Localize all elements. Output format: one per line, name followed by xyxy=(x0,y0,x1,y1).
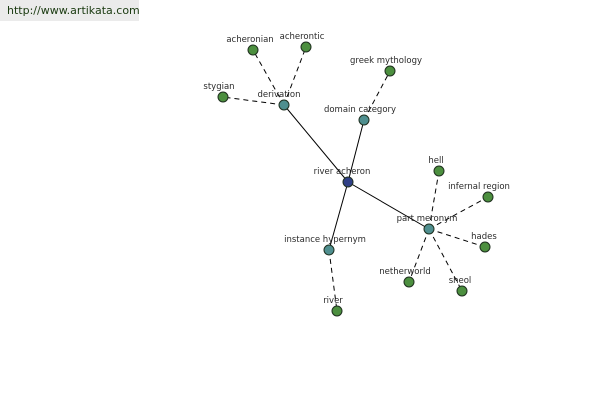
node-derivation[interactable] xyxy=(278,99,290,111)
label-domain-category: domain category xyxy=(324,105,396,115)
node-greek-mythology[interactable] xyxy=(384,65,396,77)
node-netherworld[interactable] xyxy=(403,276,415,288)
label-river: river xyxy=(323,296,343,306)
label-acheronian: acheronian xyxy=(226,35,273,45)
edge-derivation-acheronian xyxy=(252,49,285,106)
edge-derivation-stygian xyxy=(222,96,285,106)
node-part-meronym[interactable] xyxy=(423,223,435,235)
node-hades[interactable] xyxy=(479,241,491,253)
edge-part-meronym-infernal-region xyxy=(428,196,489,230)
label-river-acheron: river acheron xyxy=(314,167,371,177)
node-river[interactable] xyxy=(331,305,343,317)
node-infernal-region[interactable] xyxy=(482,191,494,203)
edge-part-meronym-hades xyxy=(428,228,486,248)
label-stygian: stygian xyxy=(203,82,234,92)
label-instance-hypernym: instance hypernym xyxy=(284,235,366,245)
label-acherontic: acherontic xyxy=(280,32,325,42)
edge-instance-hypernym-river xyxy=(328,249,338,312)
node-stygian[interactable] xyxy=(217,91,229,103)
label-part-meronym: part meronym xyxy=(397,214,458,224)
edge-derivation-acherontic xyxy=(283,46,307,106)
labels: derivation acheronian acherontic stygian dom… xyxy=(203,32,510,306)
node-acheronian[interactable] xyxy=(247,44,259,56)
edges xyxy=(222,46,489,312)
edge-part-meronym-sheol xyxy=(428,228,463,292)
node-sheol[interactable] xyxy=(456,285,468,297)
node-river-acheron[interactable] xyxy=(342,176,354,188)
url-link[interactable]: http://www.artikata.com xyxy=(7,4,140,17)
node-instance-hypernym[interactable] xyxy=(323,244,335,256)
label-derivation: derivation xyxy=(257,90,300,100)
node-hell[interactable] xyxy=(433,165,445,177)
label-netherworld: netherworld xyxy=(379,267,430,277)
edge-river-acheron-part-meronym xyxy=(347,181,430,230)
url-banner: http://www.artikata.com xyxy=(0,0,140,21)
edge-part-meronym-netherworld xyxy=(408,228,430,283)
label-infernal-region: infernal region xyxy=(448,182,510,192)
label-hades: hades xyxy=(471,232,497,242)
edge-river-acheron-domain-category xyxy=(347,119,365,183)
node-domain-category[interactable] xyxy=(358,114,370,126)
label-greek-mythology: greek mythology xyxy=(350,56,422,66)
edge-domain-category-greek-mythology xyxy=(363,70,391,121)
edge-part-meronym-hell xyxy=(428,170,440,230)
label-sheol: sheol xyxy=(449,276,472,286)
edge-river-acheron-instance-hypernym xyxy=(328,181,349,251)
node-acherontic[interactable] xyxy=(300,41,312,53)
edge-river-acheron-derivation xyxy=(283,104,349,183)
nodes xyxy=(217,41,494,317)
label-hell: hell xyxy=(428,156,443,166)
